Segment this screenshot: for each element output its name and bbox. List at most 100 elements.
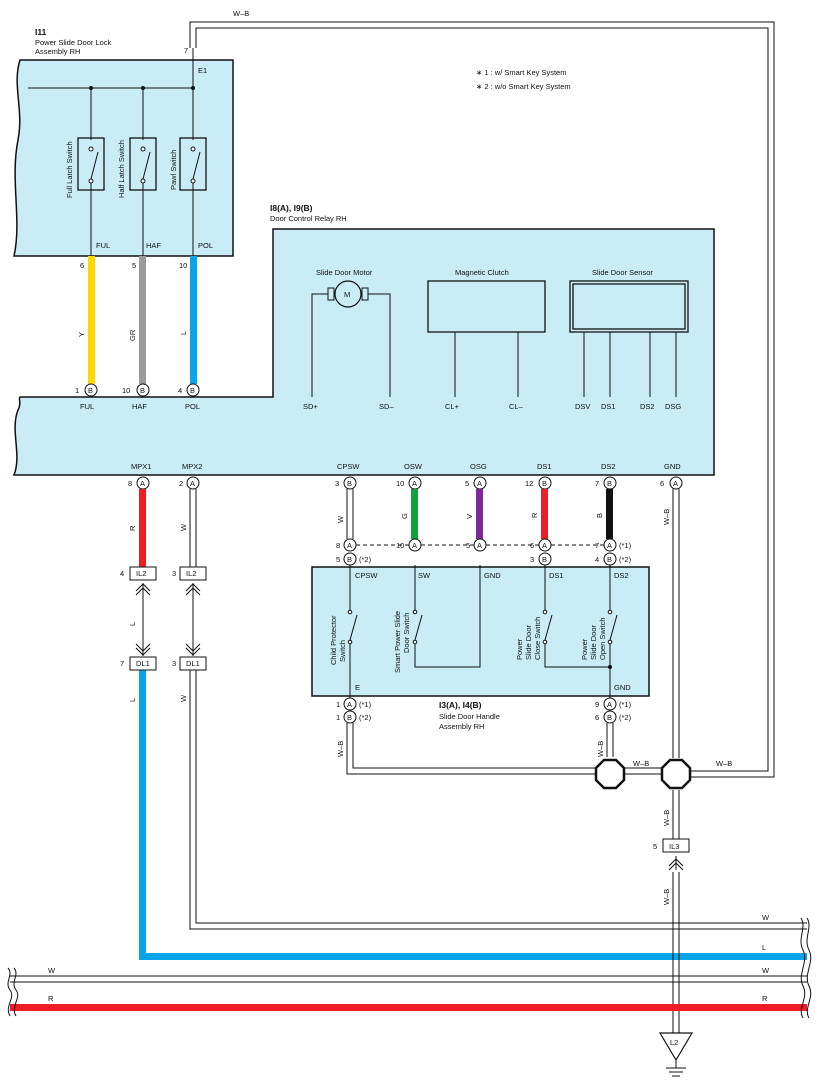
svg-text:5: 5 xyxy=(336,555,340,564)
svg-text:W: W xyxy=(336,515,345,523)
wire-mpx1: R L L L xyxy=(128,489,807,960)
svg-text:L: L xyxy=(128,698,137,702)
svg-text:A: A xyxy=(347,541,352,550)
relay-term-sdp: SD+ xyxy=(303,402,318,411)
svg-text:6: 6 xyxy=(660,479,664,488)
handle-bottom-pins: 1 A (*1) 1 B (*2) 9 A (*1) 6 B (*2) xyxy=(336,697,632,724)
svg-text:8: 8 xyxy=(336,541,340,550)
svg-text:(*1): (*1) xyxy=(619,541,632,550)
svg-text:7: 7 xyxy=(595,479,599,488)
svg-text:W–B: W–B xyxy=(662,810,671,826)
svg-text:(*2): (*2) xyxy=(359,555,372,564)
svg-text:A: A xyxy=(190,479,195,488)
svg-text:IL3: IL3 xyxy=(669,842,679,851)
i11-term-haf: HAF xyxy=(146,241,161,250)
svg-text:Assembly RH: Assembly RH xyxy=(439,722,484,731)
i11-pin-5: 5 xyxy=(132,261,136,270)
relay-term-ds2: DS2 xyxy=(640,402,655,411)
svg-text:A: A xyxy=(607,700,612,709)
full-latch-switch-label: Full Latch Switch xyxy=(65,141,74,198)
svg-text:Slide Door: Slide Door xyxy=(524,624,533,660)
svg-text:3: 3 xyxy=(172,569,176,578)
svg-text:5: 5 xyxy=(653,842,657,851)
il3-connector: 5 IL3 xyxy=(653,838,690,853)
svg-text:GND: GND xyxy=(484,571,501,580)
ground-symbol: L2 xyxy=(658,1032,694,1077)
i11-e1-label: E1 xyxy=(198,66,207,75)
relay-term-pol: POL xyxy=(185,402,200,411)
il2-connector-a: 4 IL2 xyxy=(120,566,157,581)
svg-text:R: R xyxy=(530,512,539,518)
i11-term-ful: FUL xyxy=(96,241,110,250)
i11-term-pol: POL xyxy=(198,241,213,250)
note-1: ∗ 1 : w/ Smart Key System xyxy=(476,68,566,77)
svg-text:4: 4 xyxy=(595,555,599,564)
wire-label-top: W–B xyxy=(233,9,249,18)
svg-text:7: 7 xyxy=(595,541,599,550)
relay-term-ds1: DS1 xyxy=(601,402,616,411)
splice-point-1 xyxy=(594,758,626,790)
splice-point-2 xyxy=(660,758,692,790)
relay-term-ds1-lower: DS1 xyxy=(537,462,552,471)
dl1-connector-a: 7 DL1 xyxy=(120,656,157,671)
svg-text:A: A xyxy=(607,541,612,550)
svg-text:8: 8 xyxy=(128,479,132,488)
i11-code: I11 xyxy=(35,27,47,37)
svg-text:Smart Power Slide: Smart Power Slide xyxy=(393,611,402,673)
svg-text:B: B xyxy=(542,479,547,488)
relay-term-clm: CL– xyxy=(509,402,524,411)
svg-text:Child Protector: Child Protector xyxy=(329,615,338,665)
relay-term-ds2-lower: DS2 xyxy=(601,462,616,471)
svg-text:W: W xyxy=(48,966,56,975)
svg-text:B: B xyxy=(607,555,612,564)
relay-box xyxy=(12,228,715,476)
dl1-connector-b: 3 DL1 xyxy=(172,656,207,671)
clutch-box xyxy=(427,280,546,333)
svg-text:W: W xyxy=(179,694,188,702)
wire-mpx2-code: W xyxy=(179,523,188,531)
il2-connector-b: 3 IL2 xyxy=(172,566,207,581)
svg-text:Slide Door Handle: Slide Door Handle xyxy=(439,712,500,721)
svg-text:W–B: W–B xyxy=(716,759,732,768)
relay-term-osw: OSW xyxy=(404,462,423,471)
pawl-switch-label: Pawl Switch xyxy=(169,150,178,190)
relay-pin-ful: 1 B xyxy=(75,383,98,397)
svg-text:Power: Power xyxy=(580,638,589,660)
svg-text:(*2): (*2) xyxy=(619,555,632,564)
svg-text:R: R xyxy=(48,994,54,1003)
svg-text:1: 1 xyxy=(75,386,79,395)
child-protector-switch: Child Protector Switch xyxy=(329,565,358,700)
wire-cpsw: W xyxy=(336,489,354,539)
svg-text:4: 4 xyxy=(178,386,182,395)
wire-mpx1-code: R xyxy=(128,525,137,531)
sensor-box xyxy=(569,280,689,333)
svg-text:Slide Door: Slide Door xyxy=(589,624,598,660)
clutch-label: Magnetic Clutch xyxy=(455,268,509,277)
svg-text:B: B xyxy=(88,386,93,395)
wire-pol xyxy=(190,256,197,384)
svg-text:(*2): (*2) xyxy=(359,713,372,722)
svg-text:10: 10 xyxy=(396,541,404,550)
relay-name: Door Control Relay RH xyxy=(270,214,347,223)
svg-text:B: B xyxy=(595,513,604,518)
svg-text:DL1: DL1 xyxy=(186,659,200,668)
svg-text:B: B xyxy=(140,386,145,395)
svg-text:Door Switch: Door Switch xyxy=(402,613,411,653)
svg-text:A: A xyxy=(477,541,482,550)
relay-code: I8(A), I9(B) xyxy=(270,203,313,213)
relay-term-osg: OSG xyxy=(470,462,487,471)
relay-term-cpsw: CPSW xyxy=(337,462,360,471)
svg-text:W: W xyxy=(762,966,770,975)
svg-text:3: 3 xyxy=(530,555,534,564)
wire-haf-code: GR xyxy=(128,329,137,341)
svg-text:W–B: W–B xyxy=(633,759,649,768)
svg-text:4: 4 xyxy=(120,569,124,578)
top-wb-wire: W–B 7 xyxy=(184,9,775,778)
power-slide-door-close-switch: Power Slide Door Close Switch xyxy=(515,565,610,668)
relay-term-sdm: SD– xyxy=(379,402,394,411)
svg-text:10: 10 xyxy=(396,479,404,488)
svg-text:R: R xyxy=(762,994,768,1003)
